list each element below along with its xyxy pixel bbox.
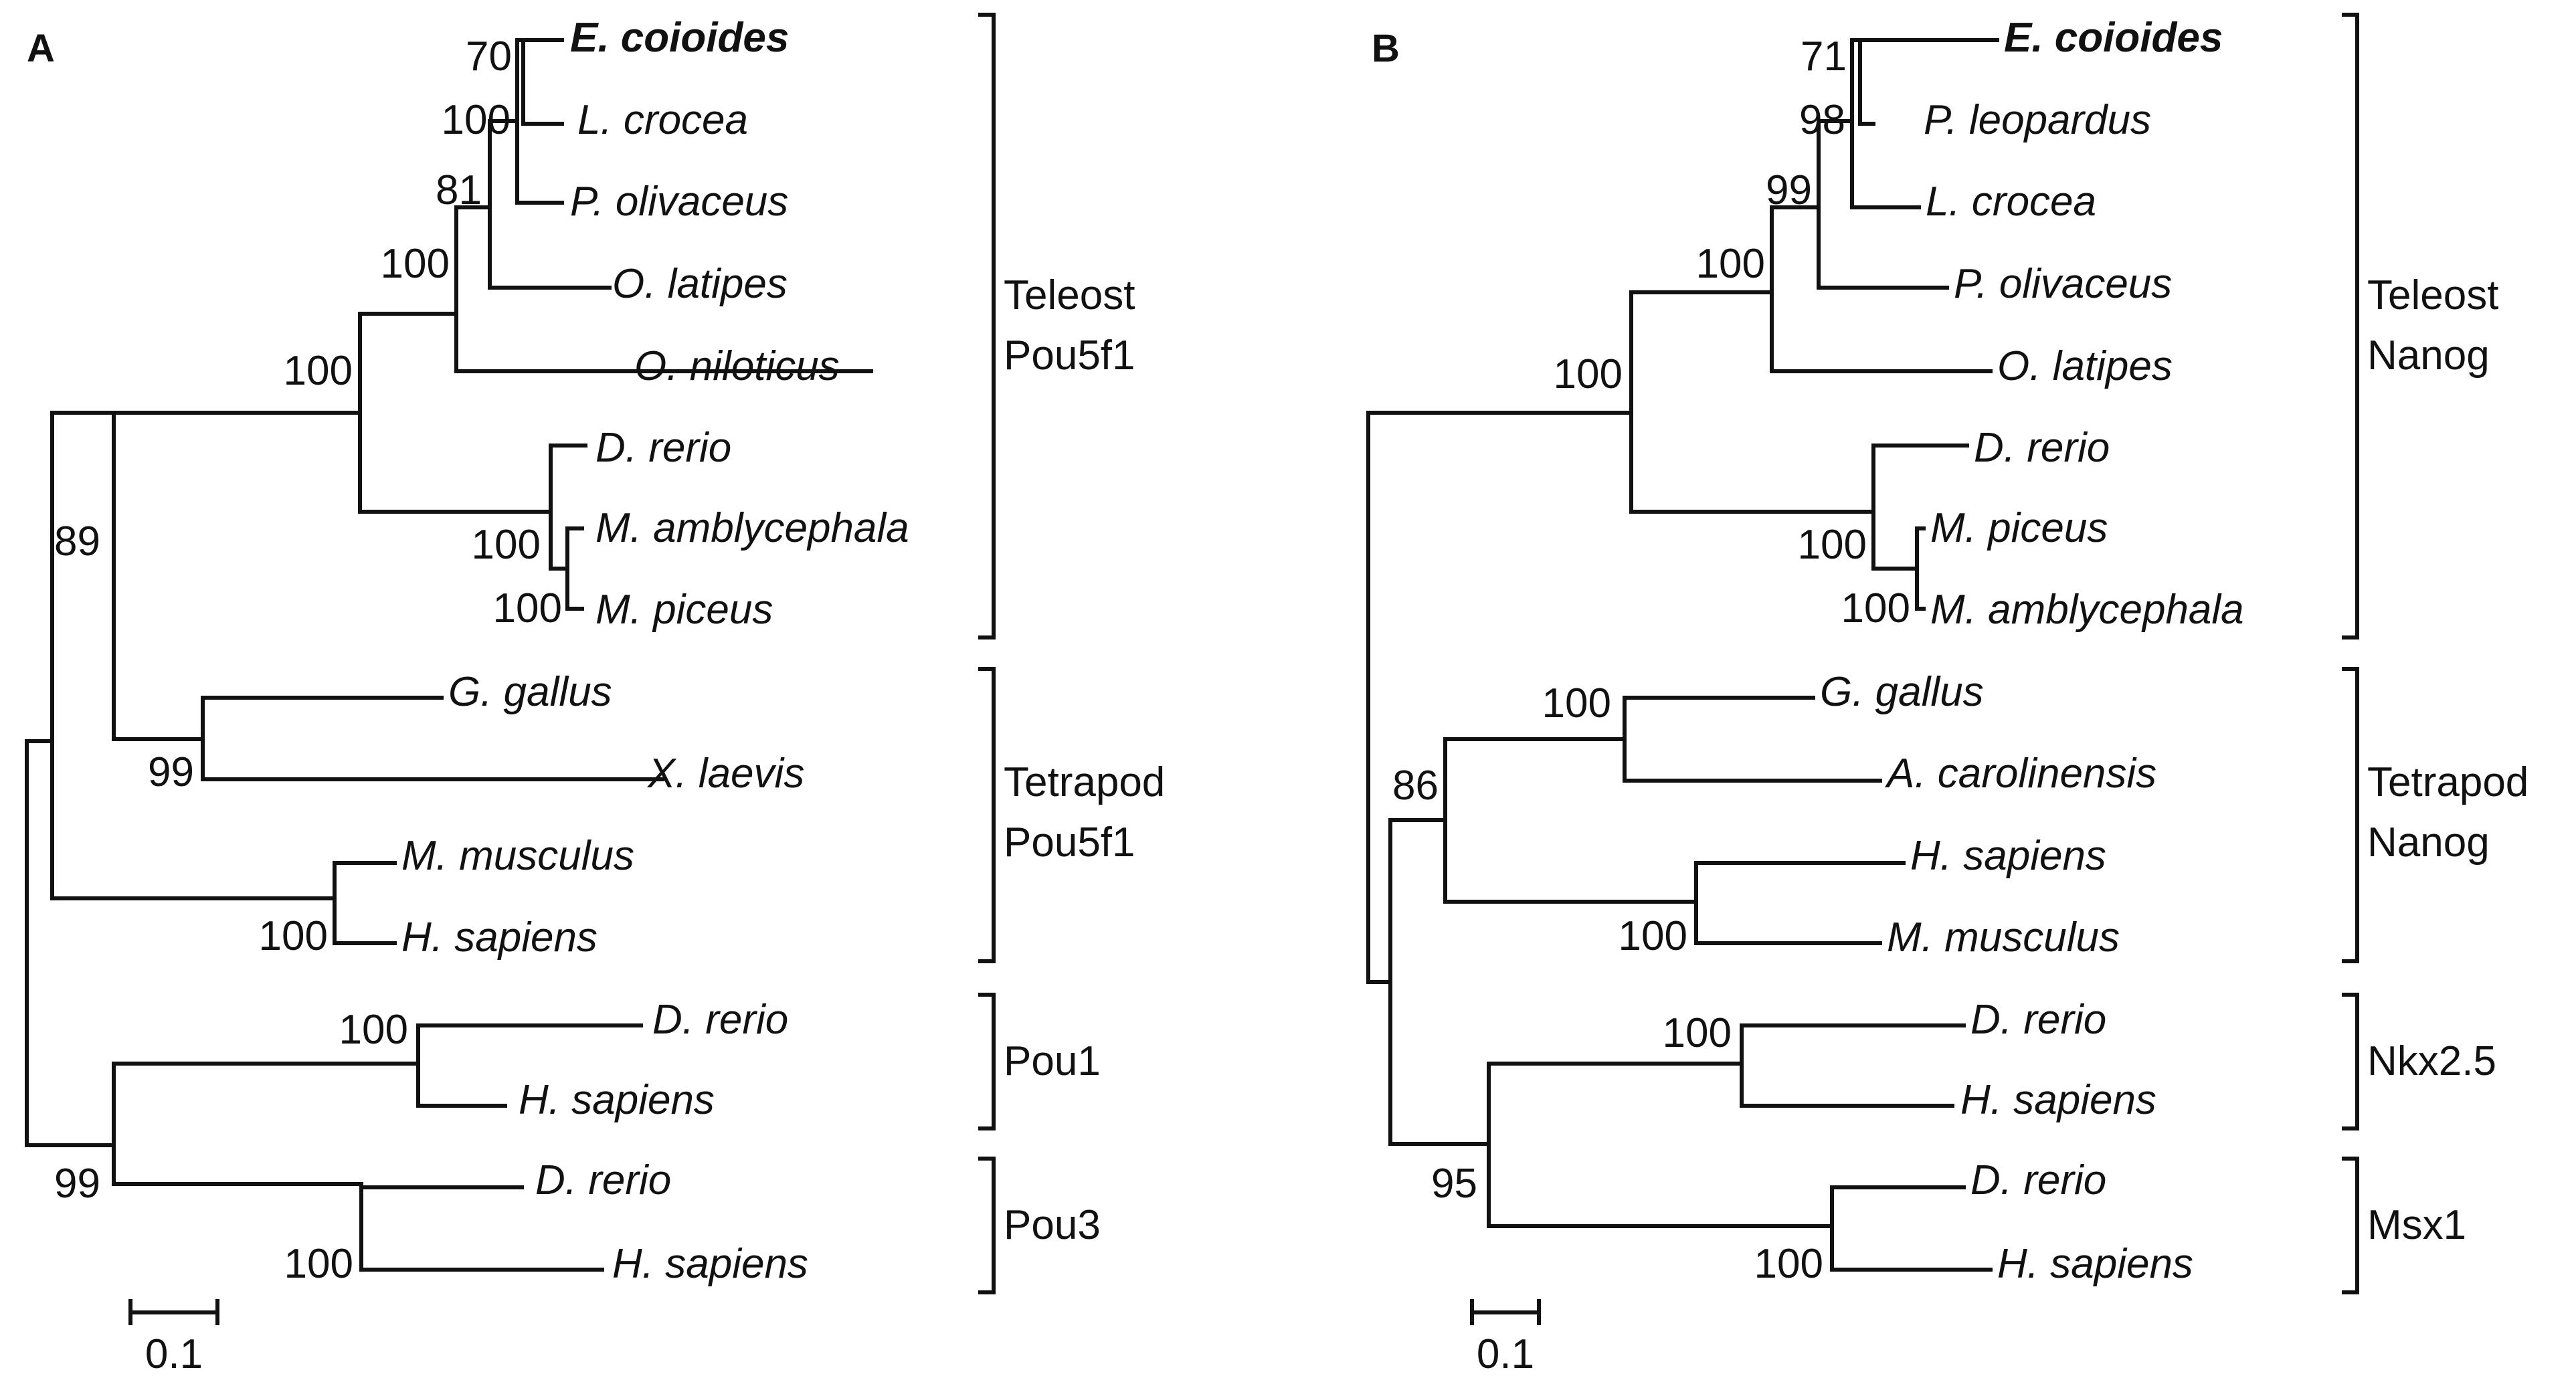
group-label: Tetrapod	[1004, 759, 1165, 805]
panel-b-scale-label: 0.1	[1477, 1331, 1534, 1377]
species-label: H. sapiens	[401, 914, 597, 961]
bootstrap-value: 71	[1801, 33, 1847, 80]
bootstrap-value: 86	[1392, 763, 1439, 809]
panel-b-tree-branches	[1366, 38, 1999, 1272]
bootstrap-value: 81	[436, 167, 482, 213]
bootstrap-value: 100	[1754, 1241, 1823, 1287]
species-label: H. sapiens	[1997, 1241, 2193, 1287]
bootstrap-value: 100	[1542, 680, 1611, 726]
bootstrap-value: 99	[54, 1161, 100, 1207]
bootstrap-value: 100	[381, 241, 450, 287]
species-label: G. gallus	[448, 669, 612, 715]
group-label: Teleost	[2367, 272, 2498, 318]
species-label: H. sapiens	[1910, 833, 2106, 879]
group-label: Pou1	[1004, 1038, 1101, 1084]
group-label: Pou5f1	[1004, 819, 1135, 866]
group-label: Nkx2.5	[2367, 1038, 2496, 1084]
species-label: O. latipes	[612, 261, 788, 307]
species-label: L. crocea	[577, 97, 748, 143]
panel-b-bootstrap-values: 71 98 99 100 100 100 100 100 86 100 100 …	[1392, 33, 1910, 1287]
panel-a: A E. coioides L. crocea P. olivaceus O. …	[25, 13, 1165, 1377]
panel-b: B E. coioides P. leopardus L. crocea P. …	[1366, 13, 2528, 1377]
bootstrap-value: 99	[148, 749, 194, 795]
species-label: A. carolinensis	[1884, 751, 2156, 797]
species-label: P. olivaceus	[570, 179, 788, 225]
panel-a-scale-bar	[128, 1299, 219, 1325]
panel-a-group-brackets	[978, 13, 996, 1294]
group-label: Pou3	[1004, 1202, 1101, 1248]
species-label: X. laevis	[646, 751, 804, 797]
bootstrap-value: 95	[1431, 1161, 1477, 1207]
species-label: H. sapiens	[1960, 1077, 2156, 1123]
species-label: O. niloticus	[634, 343, 840, 389]
bootstrap-value: 100	[493, 585, 562, 631]
bootstrap-value: 70	[466, 33, 512, 80]
panel-a-bootstrap-values: 70 100 81 100 100 100 100 89 99 100 100 …	[54, 33, 562, 1287]
panel-b-group-brackets	[2342, 13, 2359, 1294]
species-label: L. crocea	[1926, 179, 2096, 225]
species-label: M. amblycephala	[595, 505, 909, 551]
bootstrap-value: 89	[54, 518, 100, 565]
group-label: Nanog	[2367, 819, 2490, 866]
species-label: M. amblycephala	[1930, 587, 2244, 633]
species-label: M. musculus	[401, 833, 634, 879]
species-label: D. rerio	[535, 1157, 671, 1203]
bootstrap-value: 100	[1696, 241, 1765, 287]
panel-a-label: A	[27, 27, 55, 70]
group-label: Msx1	[2367, 1202, 2466, 1248]
species-label: D. rerio	[595, 425, 731, 471]
species-label: D. rerio	[1970, 997, 2106, 1043]
species-label: D. rerio	[1974, 425, 2110, 471]
bootstrap-value: 100	[339, 1007, 408, 1053]
bootstrap-value: 100	[1663, 1010, 1732, 1056]
bootstrap-value: 100	[1841, 585, 1910, 631]
bootstrap-value: 100	[284, 348, 353, 394]
bootstrap-value: 98	[1799, 97, 1845, 143]
bootstrap-value: 100	[1619, 913, 1687, 959]
panel-a-tree-branches	[25, 38, 873, 1272]
species-label: P. leopardus	[1924, 97, 2151, 143]
species-label: H. sapiens	[612, 1241, 808, 1287]
group-label: Pou5f1	[1004, 332, 1135, 379]
group-label: Nanog	[2367, 332, 2490, 379]
species-label: G. gallus	[1820, 669, 1984, 715]
species-label: M. musculus	[1887, 914, 2120, 961]
bootstrap-value: 99	[1766, 167, 1812, 213]
bootstrap-value: 100	[472, 522, 541, 568]
group-label: Tetrapod	[2367, 759, 2528, 805]
species-label: O. latipes	[1997, 343, 2173, 389]
species-label: D. rerio	[652, 997, 788, 1043]
species-label: P. olivaceus	[1954, 261, 2172, 307]
bootstrap-value: 100	[284, 1241, 353, 1287]
bootstrap-value: 100	[259, 913, 328, 959]
bootstrap-value: 100	[1554, 351, 1623, 397]
panel-b-label: B	[1372, 27, 1400, 70]
group-label: Teleost	[1004, 272, 1135, 318]
panel-b-scale-bar	[1470, 1299, 1541, 1325]
species-label: E. coioides	[2004, 15, 2223, 61]
species-label: M. piceus	[1930, 505, 2108, 551]
bootstrap-value: 100	[442, 97, 511, 143]
species-label: M. piceus	[595, 587, 773, 633]
species-label: H. sapiens	[519, 1077, 715, 1123]
species-label: E. coioides	[570, 15, 789, 61]
panel-a-scale-label: 0.1	[145, 1331, 203, 1377]
species-label: D. rerio	[1970, 1157, 2106, 1203]
bootstrap-value: 100	[1798, 522, 1867, 568]
